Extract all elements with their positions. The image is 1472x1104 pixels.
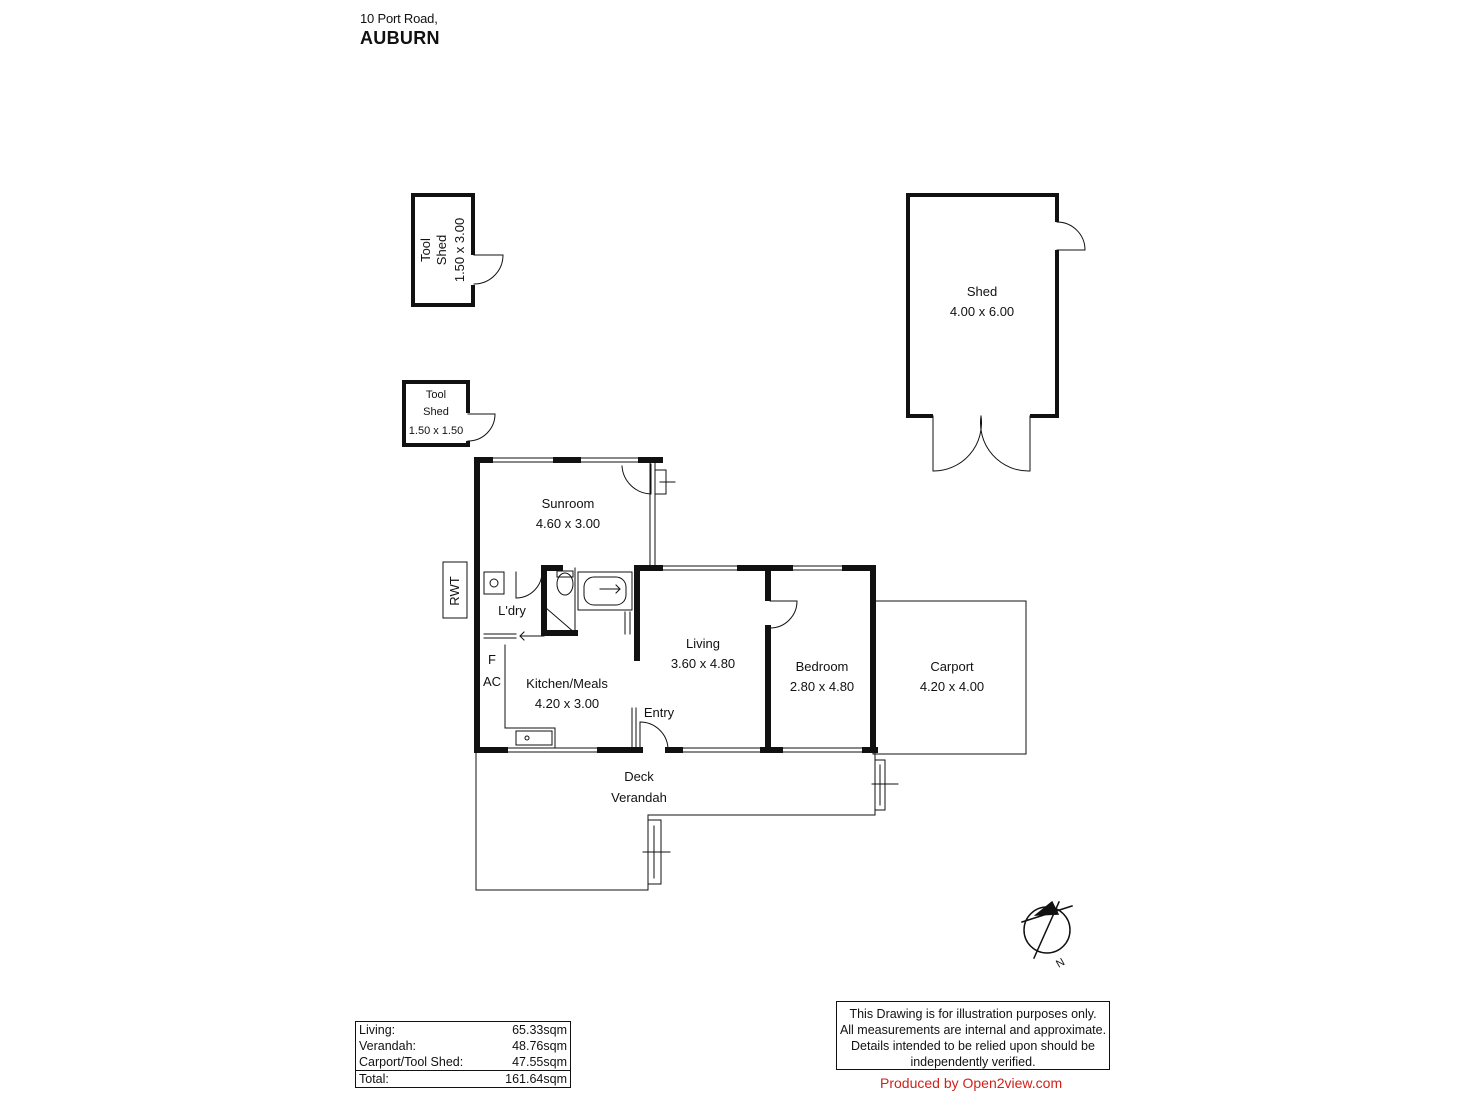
area-value: 65.33sqm [512,1023,567,1037]
deck-name-1: Deck [624,769,654,784]
entry-name: Entry [644,705,675,720]
disclaimer-line: Details intended to be relied upon shoul… [851,1039,1095,1053]
disclaimer-line: All measurements are internal and approx… [839,1023,1107,1037]
shed-double-doors [932,415,1031,472]
producer-credit: Produced by Open2view.com [880,1075,1063,1091]
deck-steps-right [871,759,899,811]
tool-shed-1-name-2: Shed [434,235,449,265]
total-value: 161.64sqm [505,1072,567,1086]
area-value: 48.76sqm [512,1039,567,1053]
suburb-title: AUBURN [360,28,440,48]
deck-steps-left [642,819,671,885]
bath-walls [541,565,578,636]
tool-shed-2-name-2: Shed [423,406,449,418]
fridge-label: F [488,652,496,667]
carport-name: Carport [930,659,974,674]
laundry-tub [483,571,505,595]
disclaimer-line: This Drawing is for illustration purpose… [849,1007,1097,1021]
address-line: 10 Port Road, [360,11,438,26]
kitchen-name: Kitchen/Meals [526,676,608,691]
area-label: Verandah: [359,1039,416,1053]
sunroom-door [621,463,652,495]
rwt-tank [442,561,468,619]
sunroom-name: Sunroom [542,496,595,511]
disclaimer-line: independently verified. [910,1055,1036,1069]
entry-door [639,721,669,749]
compass-icon [1021,900,1073,959]
rwt-label: RWT [447,576,462,605]
shed-size: 4.00 x 6.00 [950,304,1014,319]
total-label: Total: [359,1072,389,1086]
deck-outline [475,751,876,891]
laundry-name: L'dry [498,603,526,618]
tool-shed-1-name-1: Tool [418,238,433,262]
kitchen-size: 4.20 x 3.00 [535,696,599,711]
kitchen-bench [504,644,556,749]
bedroom-name: Bedroom [796,659,849,674]
area-row-living: Living: 65.33sqm [356,1022,570,1038]
sunroom-east-window [649,499,656,569]
bath-tub [577,571,633,611]
area-label: Carport/Tool Shed: [359,1055,464,1069]
living-size: 3.60 x 4.80 [671,656,735,671]
laundry-door [515,571,543,599]
sunroom-size: 4.60 x 3.00 [536,516,600,531]
bedroom-door [769,600,798,629]
tool-shed-1-walls [411,193,475,307]
area-row-verandah: Verandah: 48.76sqm [356,1038,570,1054]
area-row-carport: Carport/Tool Shed: 47.55sqm [356,1054,570,1070]
deck-name-2: Verandah [611,790,667,805]
tool-shed-2-size: 1.50 x 1.50 [409,425,463,437]
toilet [556,572,574,596]
carport-outline [872,600,1027,755]
bedroom-size: 2.80 x 4.80 [790,679,854,694]
tool-shed-1-size: 1.50 x 3.00 [452,218,467,282]
compass-north-label: N [1054,956,1067,970]
tool-shed-1-door [473,254,504,285]
ac-label: AC [483,674,501,689]
tool-shed-2-name-1: Tool [426,389,446,401]
disclaimer-box: This Drawing is for illustration purpose… [836,1001,1110,1070]
shed-name: Shed [967,284,997,299]
area-row-total: Total: 161.64sqm [356,1070,570,1087]
area-summary-table: Living: 65.33sqm Verandah: 48.76sqm Carp… [355,1021,571,1088]
kitchen-sink [515,730,553,746]
area-label: Living: [359,1023,396,1037]
area-value: 47.55sqm [512,1055,567,1069]
tool-shed-2-door [467,413,496,442]
shed-side-door [1056,221,1086,251]
living-name: Living [686,636,720,651]
carport-size: 4.20 x 4.00 [920,679,984,694]
